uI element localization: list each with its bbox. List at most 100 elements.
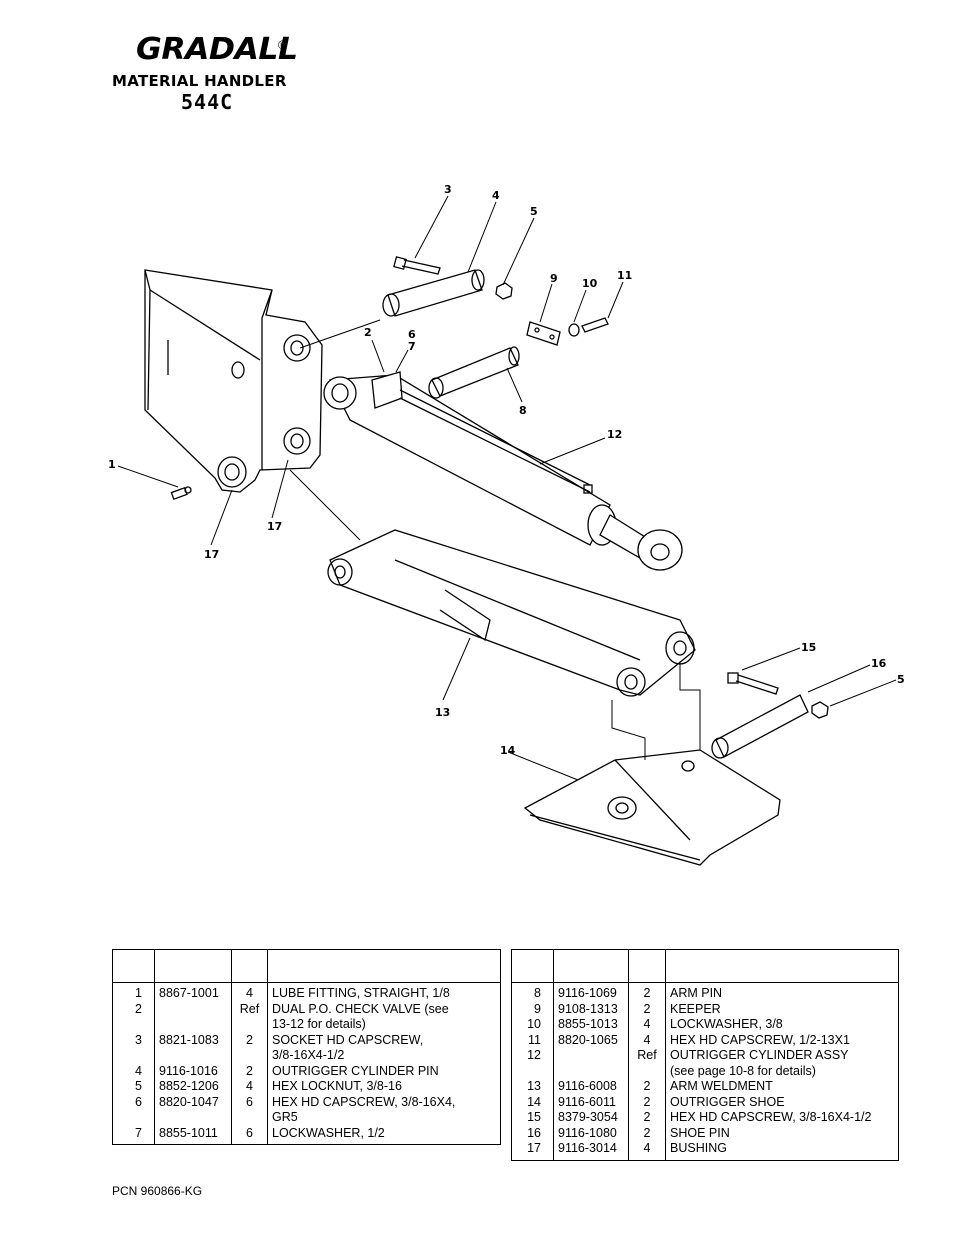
part-number: 8820-1047 — [154, 1094, 232, 1126]
quantity: 4 — [231, 1079, 268, 1095]
part-number: 8867-1001 — [154, 986, 232, 1002]
arm-weldment — [327, 529, 696, 697]
description: ARM PIN — [665, 986, 899, 1002]
pcn-number: PCN 960866-KG — [112, 1184, 203, 1198]
mounting-bracket — [144, 269, 323, 493]
description-line: LUBE FITTING, STRAIGHT, 1/8 — [272, 986, 450, 1000]
leader-lines — [117, 195, 897, 781]
description-line: SOCKET HD CAPSCREW, — [272, 1032, 424, 1047]
part-number: 9116-1080 — [553, 1125, 629, 1141]
gradall-logo: GRADALL ® — [136, 34, 298, 66]
callout-5: 5 — [530, 205, 538, 218]
description: LUBE FITTING, STRAIGHT, 1/8 — [267, 986, 501, 1002]
callout-15: 15 — [801, 641, 816, 654]
locknut-5 — [495, 282, 513, 300]
pin-4 — [382, 269, 485, 317]
outrigger-cylinder — [323, 371, 683, 571]
description-line: 13-12 for details) — [272, 1017, 366, 1031]
description-line: LOCKWASHER, 3/8 — [670, 1017, 783, 1031]
locknut-5-right — [811, 701, 829, 719]
quantity: Ref — [628, 1048, 666, 1079]
brand-name: GRADALL — [136, 32, 298, 67]
item-number: 11 — [511, 1032, 554, 1048]
callout-1: 1 — [108, 458, 116, 471]
quantity: 2 — [628, 986, 666, 1002]
description-line: HEX LOCKNUT, 3/8-16 — [272, 1079, 402, 1093]
callout-16: 16 — [871, 657, 887, 670]
part-number: 8820-1065 — [553, 1032, 629, 1048]
item-number: 15 — [511, 1110, 554, 1126]
registered-mark: ® — [278, 38, 287, 52]
callout-4: 4 — [492, 189, 500, 202]
quantity: 2 — [231, 1063, 268, 1079]
quantity: 4 — [231, 986, 268, 1002]
callout-3: 3 — [444, 183, 452, 196]
callout-17a: 17 — [267, 520, 282, 533]
description: ARM WELDMENT — [665, 1079, 899, 1095]
description-line: ARM WELDMENT — [670, 1079, 773, 1093]
description-line: GR5 — [272, 1110, 298, 1124]
quantity: 6 — [231, 1094, 268, 1126]
description-line: (see page 10-8 for details) — [670, 1063, 816, 1078]
description: KEEPER — [665, 1001, 899, 1017]
description: OUTRIGGER CYLINDER PIN — [267, 1063, 501, 1079]
part-number — [154, 1001, 232, 1033]
part-number: 9116-6011 — [553, 1094, 629, 1110]
part-number: 9108-1313 — [553, 1001, 629, 1017]
callout-numbers: 1 2 3 4 5 6 7 8 9 10 11 12 13 14 15 16 5… — [108, 183, 905, 757]
description: HEX HD CAPSCREW, 1/2-13X1 — [665, 1032, 899, 1048]
part-number: 8379-3054 — [553, 1110, 629, 1126]
description: LOCKWASHER, 3/8 — [665, 1017, 899, 1033]
description-line: OUTRIGGER CYLINDER PIN — [272, 1063, 439, 1078]
part-number: 8855-1013 — [553, 1017, 629, 1033]
callout-10: 10 — [582, 277, 598, 290]
part-number: 8852-1206 — [154, 1079, 232, 1095]
description: HEX LOCKNUT, 3/8-16 — [267, 1079, 501, 1095]
quantity: 4 — [628, 1032, 666, 1048]
quantity: Ref — [231, 1001, 268, 1033]
quantity: 4 — [628, 1017, 666, 1033]
description-line: BUSHING — [670, 1141, 727, 1155]
quantity: 2 — [628, 1110, 666, 1126]
capscrew-3 — [393, 256, 441, 275]
callout-17b: 17 — [204, 548, 219, 561]
description-line: SHOE PIN — [670, 1125, 730, 1140]
item-number: 14 — [511, 1094, 554, 1110]
callout-6: 6 — [408, 328, 416, 341]
quantity: 2 — [231, 1032, 268, 1064]
callout-13: 13 — [435, 706, 450, 719]
callout-11: 11 — [617, 269, 632, 282]
description: HEX HD CAPSCREW, 3/8-16X4-1/2 — [665, 1110, 899, 1126]
keeper-group — [526, 317, 609, 346]
part-number: 9116-1069 — [553, 986, 629, 1002]
item-number: 9 — [511, 1001, 554, 1017]
callout-8: 8 — [519, 404, 527, 417]
description: OUTRIGGER SHOE — [665, 1094, 899, 1110]
exploded-parts-diagram: 1 2 3 4 5 6 7 8 9 10 11 12 13 14 15 16 5… — [108, 183, 905, 866]
outrigger-shoe — [523, 749, 781, 866]
item-number: 1 — [112, 986, 155, 1002]
description-line: DUAL P.O. CHECK VALVE (see — [272, 1001, 449, 1016]
part-number: 9116-1016 — [154, 1063, 232, 1079]
quantity: 6 — [231, 1125, 268, 1141]
item-number: 6 — [112, 1094, 155, 1126]
callout-5-right: 5 — [897, 673, 905, 686]
item-number: 7 — [112, 1125, 155, 1141]
description-line: LOCKWASHER, 1/2 — [272, 1125, 385, 1140]
capscrew-15 — [727, 672, 779, 695]
alignment-lines — [289, 319, 701, 760]
callout-2: 2 — [364, 326, 372, 339]
